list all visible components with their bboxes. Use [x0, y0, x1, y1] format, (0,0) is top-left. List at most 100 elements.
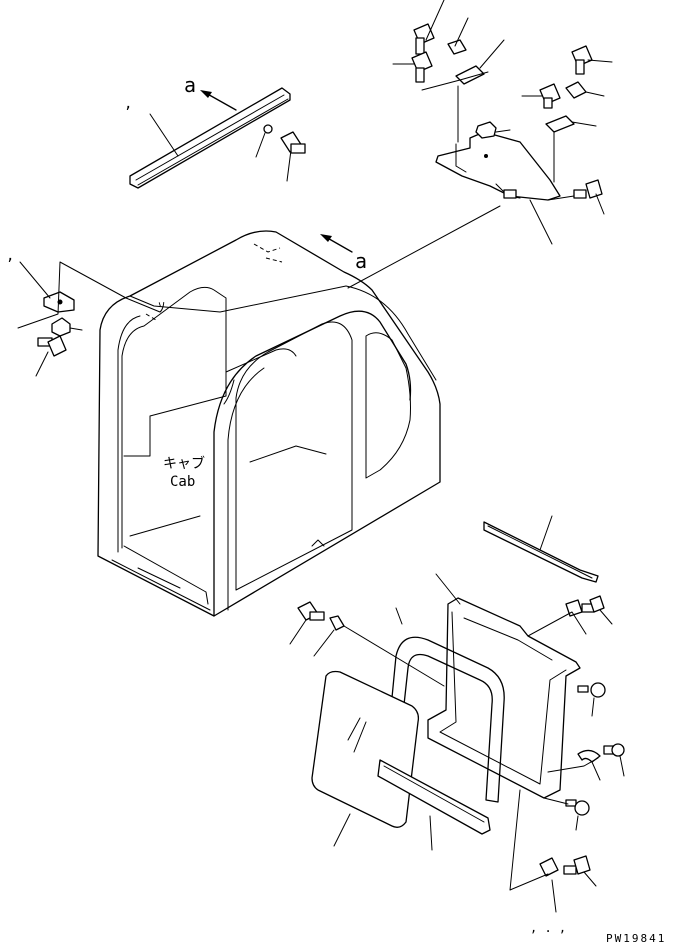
leader-lower-clip	[551, 879, 557, 913]
leader-knob-lower	[575, 815, 579, 831]
window-frame-top	[463, 617, 553, 661]
view-letter-top: a	[184, 73, 196, 97]
leader-glass	[333, 813, 351, 847]
cab-body	[97, 230, 441, 617]
upper-rail-assembly	[129, 87, 306, 189]
left-bolt	[37, 335, 67, 357]
cab-rear-curve	[223, 379, 235, 405]
bracket-edge	[455, 143, 467, 173]
lower-rail-edge	[487, 525, 593, 579]
cab-front-pillar	[213, 310, 412, 617]
assembly-line-upper-clip	[527, 611, 587, 637]
leader-rail-bolt	[286, 149, 292, 182]
assembly-line-washer	[343, 625, 445, 687]
leader-right-nut	[585, 91, 605, 97]
latch-hook	[577, 749, 601, 763]
assembly-line-lower-clip	[509, 789, 549, 891]
leader-lower-clip-bolt	[583, 871, 597, 887]
cab-windshield-line	[249, 445, 327, 463]
leader-window-frame	[435, 573, 461, 605]
cab-roof-right	[345, 285, 437, 381]
leader-seal	[395, 607, 403, 625]
leader-frame-washer	[313, 629, 335, 657]
cab-window-bottom	[123, 545, 209, 605]
roof-mark-2	[265, 257, 283, 263]
frame-washer-left	[329, 615, 345, 631]
leader-knob-upper	[591, 697, 595, 717]
drawing-code: PW19841	[606, 932, 666, 945]
leader-bolt-group	[421, 71, 489, 91]
cab-pillar-inner	[227, 367, 265, 611]
rail-washer	[263, 124, 273, 134]
assembly-line-left	[17, 261, 161, 329]
bracket-clip	[503, 189, 517, 199]
upper-clip-bolt	[581, 595, 605, 613]
cab-rear-panel	[225, 348, 297, 373]
upper-bracket-assembly	[347, 0, 613, 289]
assembly-line-latch	[547, 757, 599, 773]
cab-door-window	[365, 332, 411, 479]
bolt-side	[573, 179, 603, 199]
cab-roof-line	[129, 285, 347, 313]
leader-upper-clip-bolt	[599, 609, 613, 625]
roof-mark-1	[253, 243, 281, 253]
cab-notch	[311, 539, 325, 547]
leader-bolt-right-1	[587, 59, 613, 63]
left-nut	[51, 317, 71, 337]
window-frame-inner	[439, 611, 567, 785]
view-arrowhead-cab	[320, 234, 332, 242]
cab-label-en: Cab	[170, 474, 195, 490]
leader-bolt-side	[595, 193, 605, 215]
seal-channel	[385, 636, 505, 803]
glass-pane	[311, 670, 420, 828]
right-nut	[565, 81, 587, 99]
leader-rail	[149, 113, 179, 157]
glass-reflection-1	[347, 717, 361, 741]
cab-outer-shell	[97, 230, 441, 617]
cab-windshield	[235, 321, 353, 591]
leader-latch-screw	[619, 755, 625, 777]
leader-bolt-top-1	[425, 0, 445, 41]
cab-floor-line	[129, 515, 201, 537]
rail-bolt	[280, 131, 306, 154]
lower-clip	[539, 857, 559, 877]
bracket-nut	[475, 121, 497, 139]
comma-label-bottom: , . ,	[530, 921, 566, 935]
leader-latch	[591, 761, 601, 781]
left-bracket-assembly	[17, 261, 161, 377]
cab-label-jp: キャブ	[163, 455, 205, 472]
bolt-right-2	[539, 83, 561, 109]
leader-frame-bolt	[289, 619, 307, 645]
leader-nut	[495, 129, 511, 133]
latch-screw	[603, 743, 625, 757]
frame-bolt-left	[297, 601, 325, 621]
cab-sill-2	[137, 567, 181, 589]
leader-bracket	[529, 199, 553, 245]
assembly-line-3	[547, 195, 575, 201]
cab-sill	[111, 559, 211, 611]
bracket-plate	[435, 131, 561, 201]
comma-label-top: ,	[124, 96, 132, 112]
cab-mark: ｿ	[158, 300, 165, 316]
leader-lower-rail	[539, 515, 553, 551]
assembly-line-knob	[543, 797, 569, 805]
cab-side-window	[121, 286, 227, 549]
right-clip-plate	[545, 115, 575, 133]
window-assembly	[289, 515, 625, 913]
cab-mark-dash	[145, 313, 157, 321]
assembly-line-bracket-cab	[347, 205, 501, 289]
bottom-channel-edge	[383, 765, 485, 823]
leader-clip-2	[479, 39, 505, 69]
comma-label-mid: ,	[6, 248, 14, 264]
lower-clip-bolt	[563, 855, 591, 875]
rail-edge-2	[137, 98, 289, 186]
bolt-top-2	[411, 51, 433, 83]
clip-plate-2	[455, 65, 485, 85]
leader-washer	[255, 132, 266, 158]
leader-clip-1	[454, 17, 469, 47]
rail-edge	[135, 94, 285, 181]
bracket-hole	[484, 154, 488, 158]
view-arrowhead-top	[200, 90, 212, 98]
